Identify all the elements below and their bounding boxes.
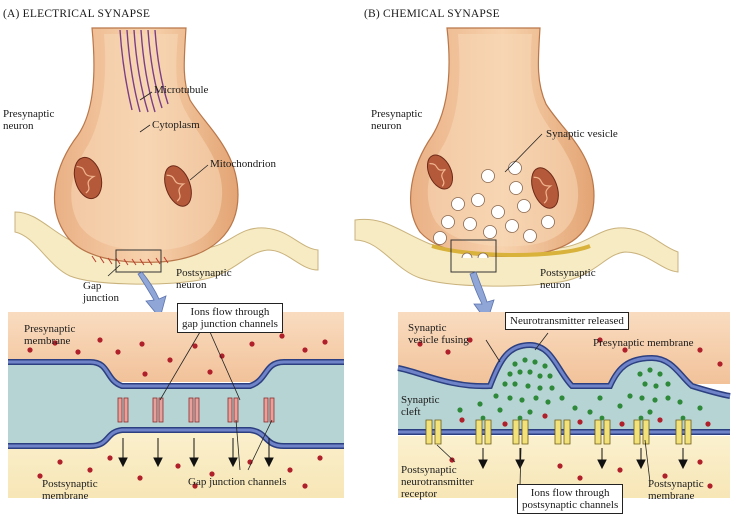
gap-junction-label: Gap junction xyxy=(83,280,120,304)
microtubules-a xyxy=(119,29,169,113)
presynaptic-membrane-label-b: Presynaptic membrane xyxy=(593,337,694,349)
postsynaptic-neuron-label-b: Postsynaptic neuron xyxy=(540,267,596,291)
mitochondrion-b-right xyxy=(531,167,559,209)
synaptic-cleft-label: Synaptic cleft xyxy=(401,394,440,418)
synaptic-density-b xyxy=(431,244,591,257)
presynaptic-membrane-label-a: Presynaptic membrane xyxy=(24,323,76,347)
panel-a-heading: (A) ELECTRICAL SYNAPSE xyxy=(3,8,151,20)
cytoplasm-label: Cytoplasm xyxy=(152,119,200,131)
postsynaptic-neuron-label-a: Postsynaptic neuron xyxy=(176,267,232,291)
callout-ions-postsynaptic: Ions flow through postsynaptic channels xyxy=(517,484,624,514)
postsynaptic-membrane-label-a: Postsynaptic membrane xyxy=(42,478,98,502)
mitochondrion-label: Mitochondrion xyxy=(210,158,276,170)
gap-junction-marks xyxy=(91,255,169,266)
zoom-panel-a xyxy=(8,312,344,498)
presynaptic-neuron-label-a: Presynaptic neuron xyxy=(3,108,55,132)
postsynaptic-membrane-label-b: Postsynaptic membrane xyxy=(648,478,704,502)
postsynaptic-receptor-label: Postsynaptic neurotransmitter receptor xyxy=(401,464,474,500)
mitochondrion-a-left xyxy=(73,156,103,200)
zoom-box-a xyxy=(115,249,162,273)
zoom-arrow-a xyxy=(137,271,167,319)
synaptic-vesicle-label: Synaptic vesicle xyxy=(546,128,618,140)
zoom-box-b xyxy=(450,239,497,273)
zoom-arrow-b xyxy=(469,271,495,323)
panel-b-heading: (B) CHEMICAL SYNAPSE xyxy=(364,8,500,20)
mitochondrion-a-right xyxy=(164,165,192,207)
microtubule-label: Microtubule xyxy=(154,84,209,96)
presynaptic-neuron-label-b: Presynaptic neuron xyxy=(371,108,423,132)
gap-junction-channels-label: Gap junction channels xyxy=(188,476,287,488)
synaptic-vesicles-b xyxy=(433,161,555,245)
mitochondrion-b-left xyxy=(426,154,454,190)
synaptic-vesicle-fusing-label: Synaptic vesicle fusing xyxy=(408,322,469,346)
callout-ions-gap-junction: Ions flow through gap junction channels xyxy=(177,303,283,333)
callout-neurotransmitter-released: Neurotransmitter released xyxy=(505,312,629,330)
